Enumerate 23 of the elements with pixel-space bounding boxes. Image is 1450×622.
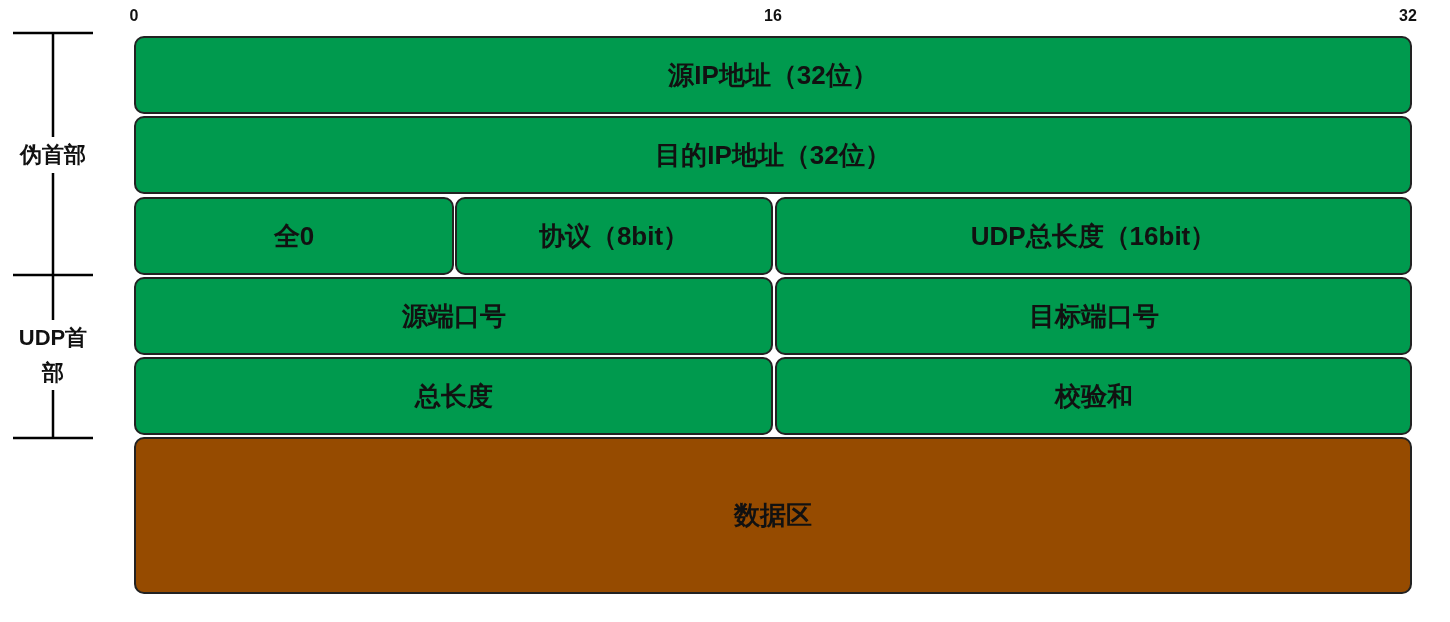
- bit-scale-number: 0: [129, 7, 139, 25]
- field-label: 源IP地址（32位）: [668, 58, 878, 92]
- header-field: [134, 197, 454, 275]
- field-label: 协议（8bit）: [538, 219, 690, 253]
- field-label: 校验和: [1054, 379, 1133, 413]
- field-label: 总长度: [414, 379, 493, 413]
- header-field: [134, 277, 773, 355]
- header-field: [775, 277, 1412, 355]
- field-label: 数据区: [734, 499, 812, 532]
- header-field: [134, 116, 1412, 194]
- bit-scale-number: 32: [1399, 7, 1417, 25]
- field-label: 源端口号: [401, 299, 506, 333]
- header-field: [775, 197, 1412, 275]
- header-field: [134, 36, 1412, 114]
- bit-scale-number: 16: [764, 7, 782, 25]
- header-field: [134, 357, 773, 435]
- field-label: UDP总长度（16bit）: [970, 219, 1217, 253]
- header-field: [775, 357, 1412, 435]
- header-field: [455, 197, 773, 275]
- field-label: 目标端口号: [1028, 299, 1159, 333]
- field-label: 全0: [273, 219, 315, 253]
- data-field: [134, 437, 1412, 594]
- field-label: 目的IP地址（32位）: [655, 138, 891, 172]
